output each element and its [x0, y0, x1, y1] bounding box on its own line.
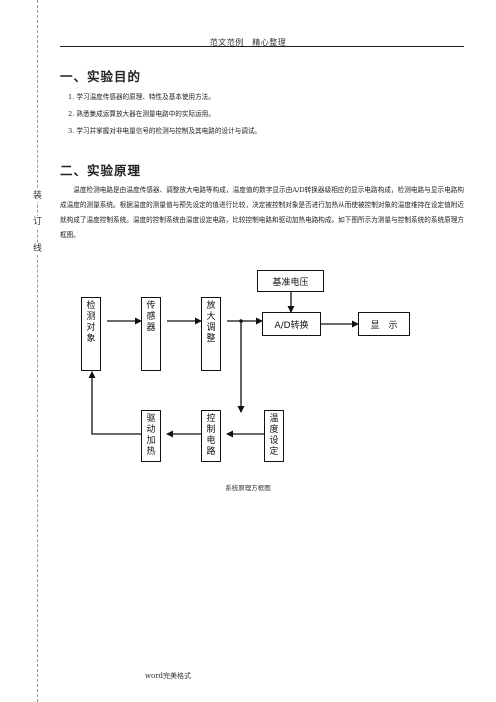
section-title-principle: 二、实验原理 [60, 163, 142, 178]
principle-paragraph: 温度检测电路是由温度传感器、调整放大电路等构成，温度值的数字显示由A/D转换器级… [60, 186, 464, 239]
arrow-drive-to-object [88, 371, 141, 435]
objective-item-2: 2. 熟悉集成运算放大器在测量电路中的实际运用。 [68, 110, 215, 118]
diagram-caption: 系统原理方框图 [225, 484, 271, 492]
header-rule [60, 46, 464, 47]
objective-item-3: 3. 学习并掌握对非电量信号的检测与控制及其电路的设计与调试。 [68, 127, 262, 135]
block-temp-setting: 温度设定 [264, 410, 284, 462]
binding-char-zhuang: 装 [33, 190, 43, 202]
block-reference-voltage: 基准电压 [257, 270, 324, 292]
section-title-objectives: 一、实验目的 [60, 69, 142, 84]
block-ad-convert: A/D转换 [262, 312, 321, 336]
block-sensor: 传感器 [141, 297, 161, 371]
block-control-circuit: 控制电路 [201, 410, 221, 462]
block-drive-heat: 驱动加热 [141, 410, 161, 462]
block-detect-object: 检测对象 [81, 297, 101, 371]
block-amplify: 放大调整 [201, 297, 221, 371]
page-footer: word完美格式 [145, 672, 192, 680]
block-display: 显 示 [358, 312, 410, 336]
objective-item-1: 1. 学习温度传感器的原理、特性及基本使用方法。 [68, 93, 215, 101]
binding-line [37, 0, 38, 702]
page-header: 范文范例 精心整理 [209, 38, 287, 47]
binding-char-ding: 订 [33, 216, 43, 228]
binding-char-xian: 线 [33, 243, 43, 255]
